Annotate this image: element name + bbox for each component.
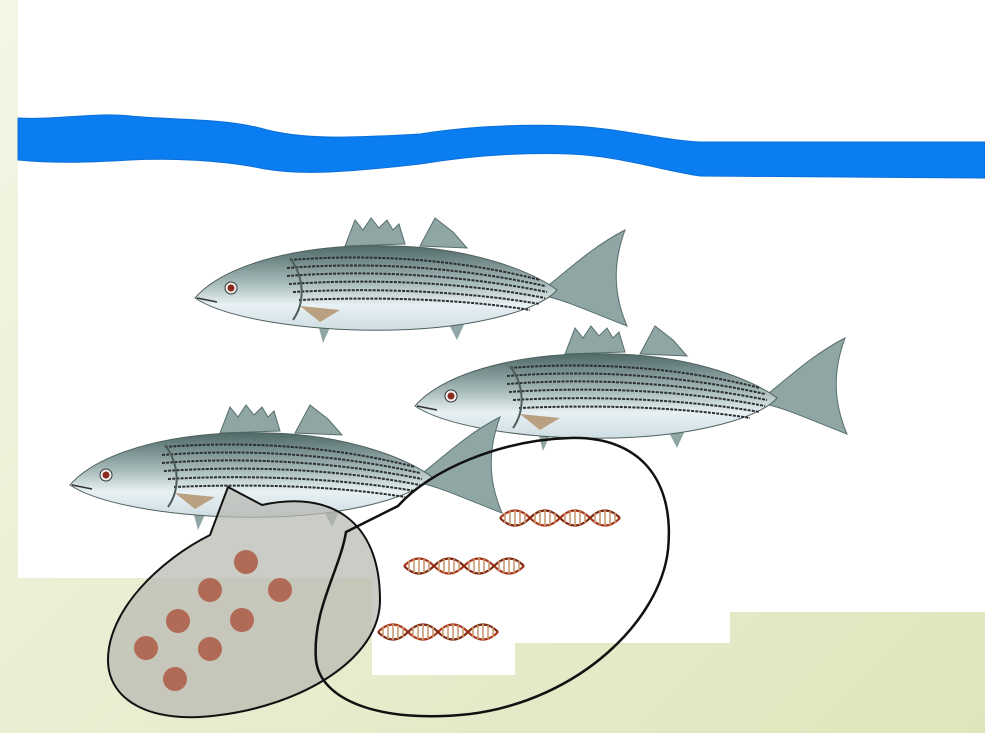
particle: [163, 667, 187, 691]
particle: [198, 578, 222, 602]
particle: [198, 637, 222, 661]
white-panel: [0, 0, 985, 675]
particle: [166, 609, 190, 633]
particle: [268, 578, 292, 602]
particle: [134, 636, 158, 660]
particle: [230, 608, 254, 632]
particle: [234, 550, 258, 574]
